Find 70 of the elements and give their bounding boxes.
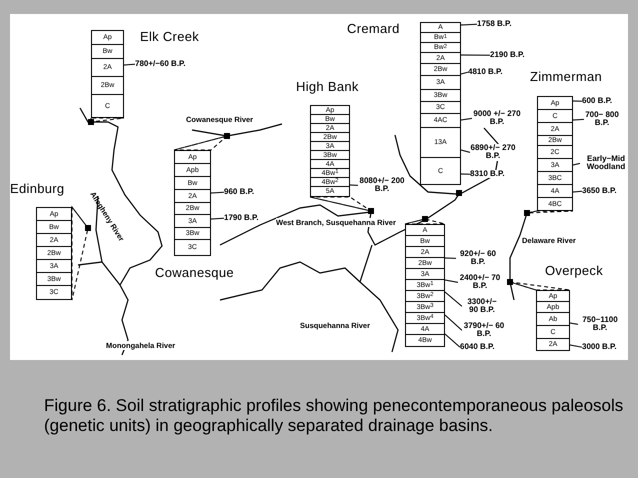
dashed-leader-line	[530, 210, 574, 214]
soil-profile-column	[405, 224, 445, 347]
leader-line	[350, 184, 358, 186]
leader-line	[460, 54, 490, 56]
site-marker	[456, 190, 462, 196]
dashed-leader-line	[174, 136, 224, 150]
date-label: 700− 800 B.P.	[584, 111, 620, 128]
leader-line	[444, 292, 462, 307]
dashed-leader-line	[512, 282, 570, 290]
leader-line	[444, 334, 460, 348]
soil-profile-column	[420, 22, 461, 185]
date-label: 3790+/− 60 B.P.	[462, 322, 506, 339]
dashed-leader-line	[310, 196, 368, 211]
leader-line	[210, 218, 224, 220]
date-label: 8310 B.P.	[470, 170, 505, 178]
date-label: Early−Mid Woodland	[580, 155, 628, 172]
soil-profile-column	[174, 150, 211, 256]
date-label: 6890+/− 270 B.P.	[470, 144, 516, 161]
leader-line	[572, 100, 582, 102]
leader-line	[460, 150, 470, 153]
leader-line	[570, 322, 578, 325]
date-label: 6040 B.P.	[460, 343, 495, 352]
leader-line	[572, 190, 582, 192]
leader-line	[572, 118, 584, 120]
leader-line	[572, 162, 580, 166]
soil-profile-column	[536, 290, 570, 351]
date-label: 2190 B.P.	[490, 51, 525, 60]
site-marker	[224, 133, 230, 139]
leader-line	[570, 344, 582, 348]
date-label: 4810 B.P.	[468, 68, 503, 76]
site-name: High Bank	[296, 80, 359, 94]
site-name: Cremard	[347, 22, 400, 36]
date-label: 3650 B.P.	[582, 187, 617, 196]
leader-line	[460, 24, 478, 26]
dashed-leader-line	[72, 206, 88, 300]
figure-caption: Figure 6. Soil stratigraphic profiles showing penecontemporaneous paleosols (genetic units) in geographically separated drainage basins.	[44, 396, 624, 437]
date-label: 1790 B.P.	[224, 214, 259, 222]
site-marker	[507, 279, 513, 285]
soil-profile-column	[537, 96, 573, 211]
leader-line	[444, 280, 458, 283]
leader-line	[444, 258, 456, 259]
leader-line	[460, 72, 468, 74]
date-label: 600 B.P.	[582, 97, 612, 106]
site-name: Overpeck	[545, 264, 604, 278]
date-label: 9000 +/− 270 B.P.	[472, 110, 522, 127]
date-label: 780+/−60 B.P.	[135, 60, 186, 68]
site-name: Edinburg	[10, 182, 64, 196]
site-marker	[524, 210, 530, 216]
date-label: 1758 B.P.	[477, 20, 512, 28]
leader-line	[210, 192, 224, 194]
leader-line	[444, 314, 462, 331]
site-marker	[368, 208, 374, 214]
date-label: 3000 B.P.	[582, 343, 617, 352]
date-label: 8080+/− 200 B.P.	[358, 177, 406, 194]
leader-line	[124, 64, 136, 66]
date-label: 960 B.P.	[224, 188, 254, 196]
site-name: Zimmerman	[530, 70, 602, 84]
dashed-leader-line	[404, 219, 446, 224]
dashed-leader-line	[90, 118, 124, 122]
leader-line	[460, 174, 470, 175]
soil-profile-column	[310, 105, 350, 197]
site-marker	[85, 225, 91, 231]
soil-profile-column	[36, 207, 72, 300]
date-label: 2400+/− 70 B.P.	[458, 274, 502, 291]
site-marker	[88, 119, 94, 125]
site-name: Cowanesque	[155, 266, 234, 280]
soil-profile-column	[91, 30, 124, 118]
leader-line	[460, 118, 472, 120]
site-marker	[422, 216, 428, 222]
site-name: Elk Creek	[140, 30, 200, 44]
